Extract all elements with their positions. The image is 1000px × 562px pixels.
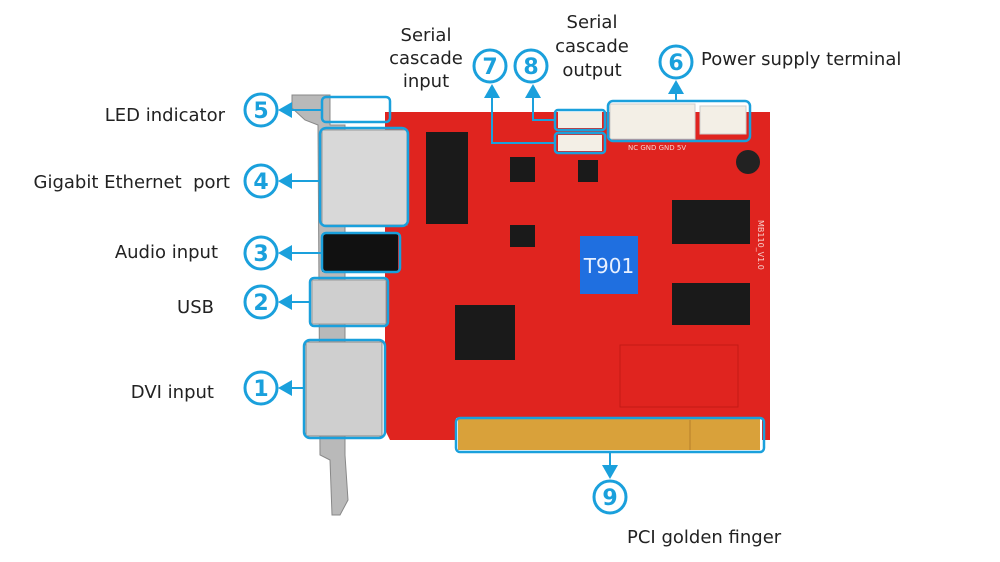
- usb-port: [311, 279, 387, 325]
- label-dvi-input: DVI input: [131, 382, 214, 403]
- pci-golden-finger: [458, 418, 760, 450]
- chip-label-text: T901: [583, 254, 634, 278]
- dvi-port: [305, 341, 383, 437]
- callout-box-ethernet: [318, 126, 410, 228]
- label-line: output: [562, 60, 621, 81]
- callout-number-1: 1: [253, 377, 268, 402]
- cascade-output-connector: [558, 112, 602, 128]
- callout-box-led: [320, 95, 392, 124]
- audio-jack: [322, 234, 398, 272]
- chip: [426, 132, 468, 224]
- callout-number-7: 7: [482, 55, 497, 80]
- label-line: Serial: [567, 12, 618, 33]
- callout-number-8: 8: [523, 55, 538, 80]
- label-line: input: [403, 71, 449, 92]
- label-usb: USB: [177, 297, 214, 318]
- callout-number-3: 3: [253, 242, 268, 267]
- fpga-label: [580, 236, 638, 294]
- label-line: Serial: [401, 25, 452, 46]
- callout-number-2: 2: [253, 291, 268, 316]
- callout-number-6: 6: [668, 51, 683, 76]
- cascade-input-connector: [558, 135, 602, 151]
- callout-number-4: 4: [253, 170, 268, 195]
- pcb-board: T901: [305, 103, 770, 450]
- label-line: cascade: [555, 36, 629, 57]
- chip: [455, 305, 515, 360]
- label-audio-input: Audio input: [115, 242, 218, 263]
- label-cascade-input: Serial cascade input: [389, 25, 463, 92]
- label-pci-finger: PCI golden finger: [627, 527, 782, 548]
- memory-chip: [672, 283, 750, 325]
- ethernet-port: [321, 129, 408, 226]
- label-led-indicator: LED indicator: [105, 105, 226, 126]
- silk-model: MB110_V1.0: [756, 220, 765, 270]
- power-connector: [609, 103, 696, 140]
- label-cascade-output: Serial cascade output: [555, 12, 629, 81]
- label-ethernet-port: Gigabit Ethernet port: [34, 172, 231, 193]
- callout-number-9: 9: [602, 486, 617, 511]
- label-line: cascade: [389, 48, 463, 69]
- callout-box-power: [606, 99, 752, 143]
- memory-chip: [672, 200, 750, 244]
- silk-power-pins: NC GND GND 5V: [628, 144, 686, 152]
- label-power-supply: Power supply terminal: [701, 49, 901, 70]
- callout-number-5: 5: [253, 99, 268, 124]
